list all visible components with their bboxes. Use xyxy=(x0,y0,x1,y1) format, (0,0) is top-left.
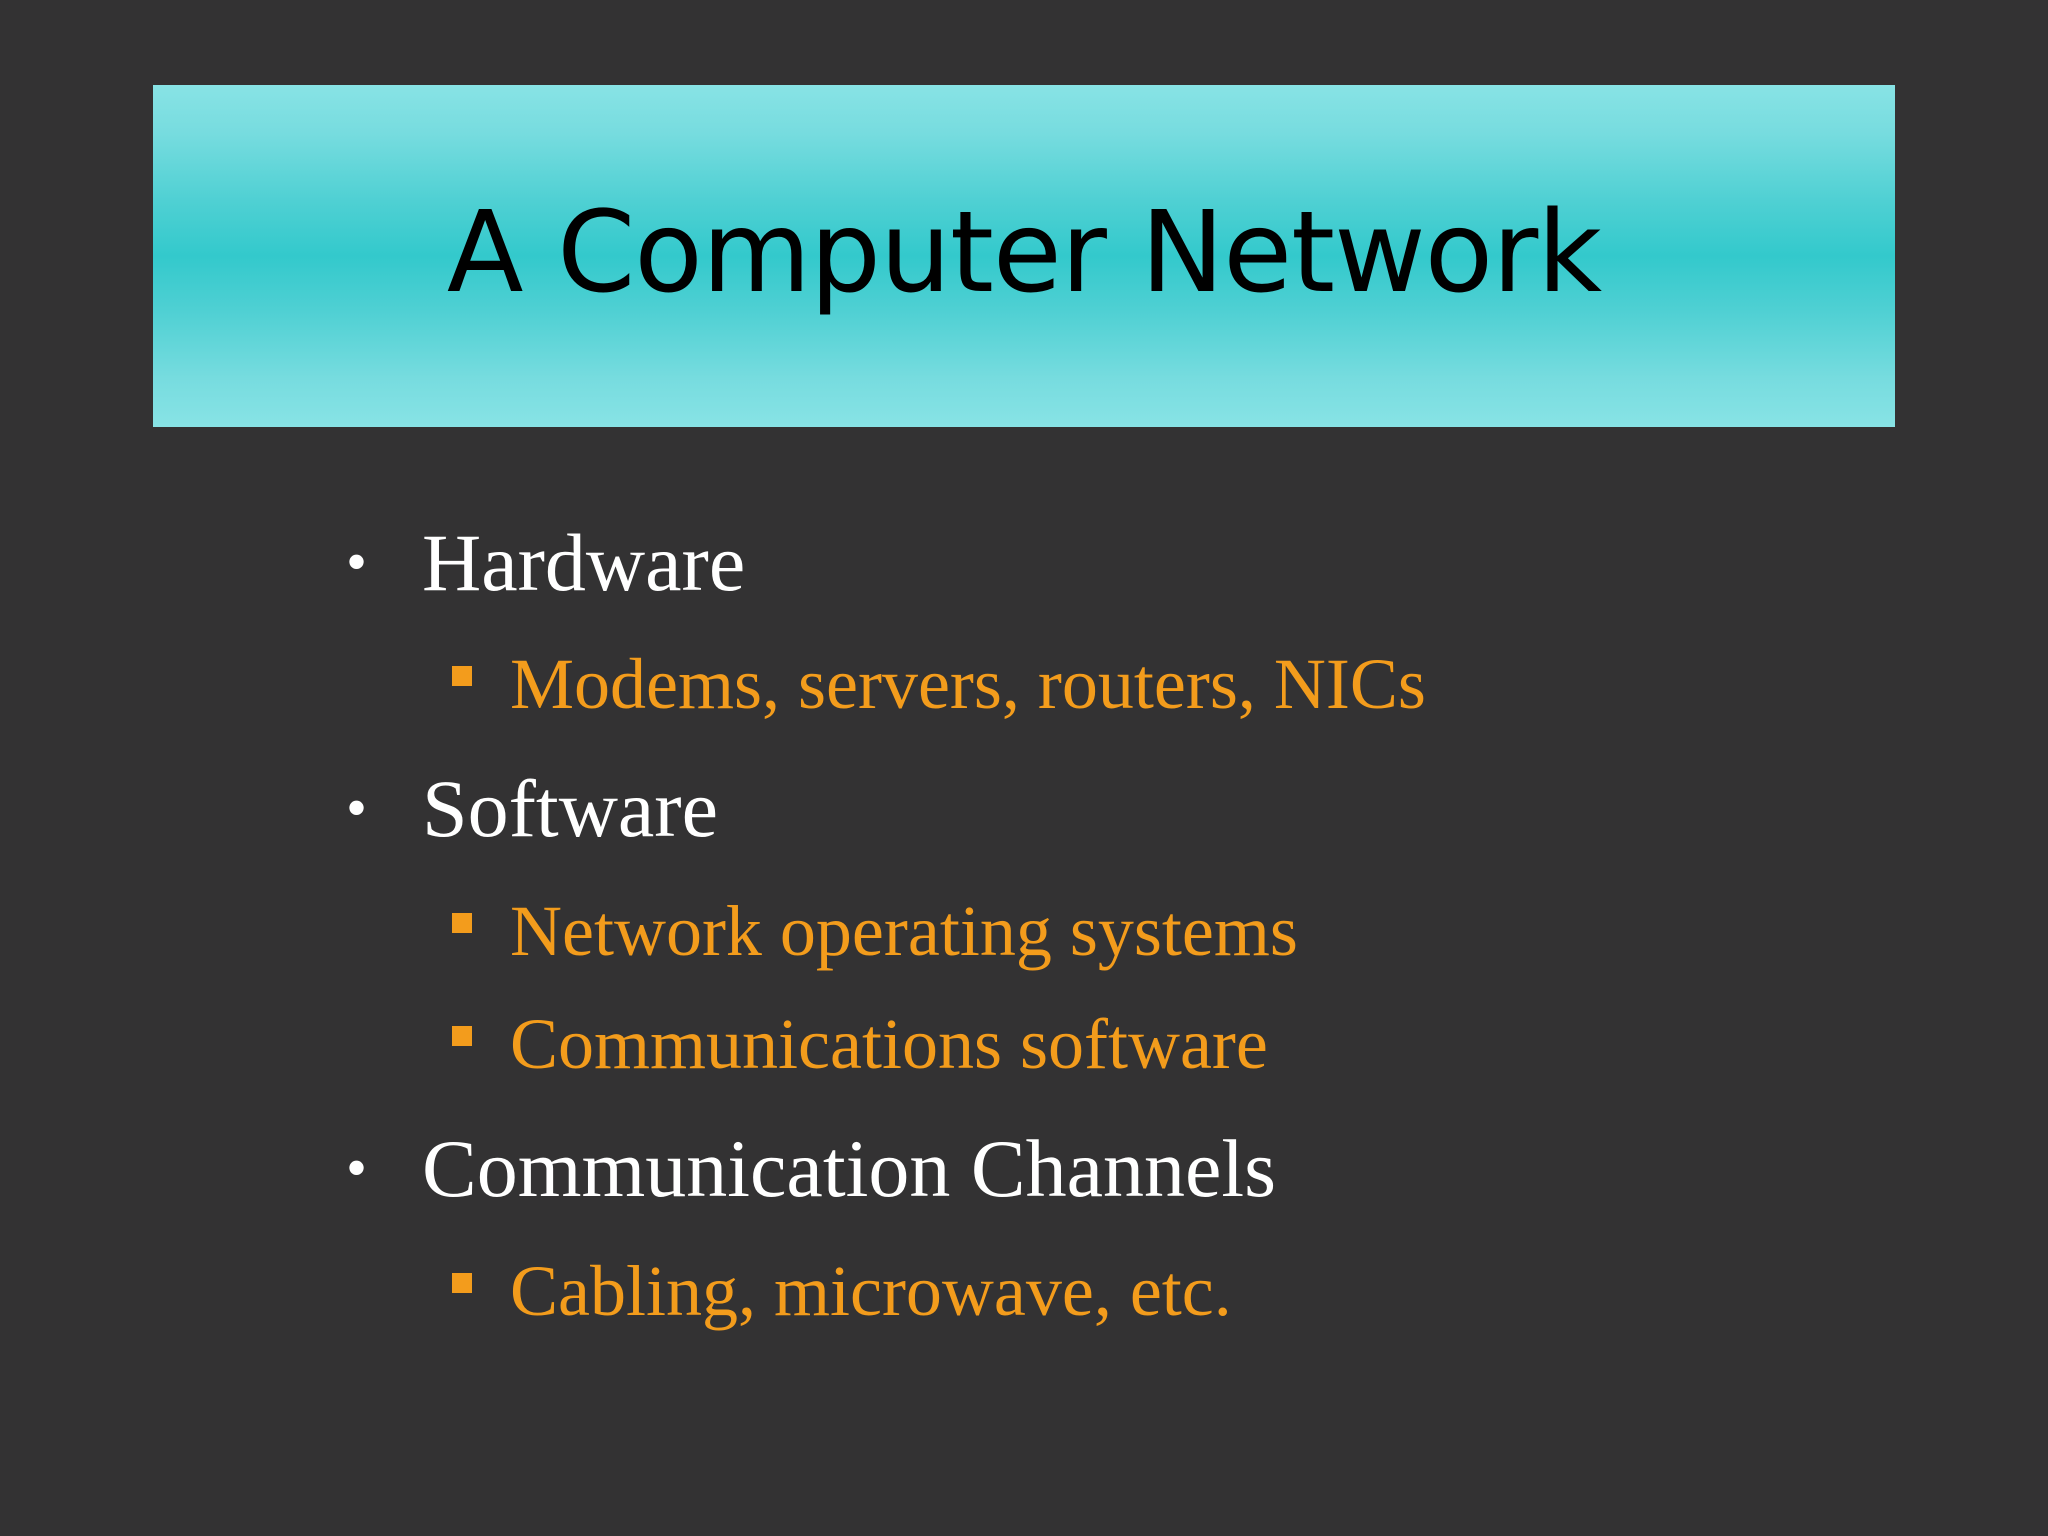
round-bullet-icon: • xyxy=(346,1135,368,1201)
square-bullet-icon xyxy=(452,666,472,686)
sub-bullet-item: Modems, servers, routers, NICs xyxy=(452,648,1426,720)
sub-bullet-item: Communications software xyxy=(452,1008,1268,1080)
round-bullet-icon: • xyxy=(346,529,368,595)
sub-bullet-label: Network operating systems xyxy=(510,891,1298,971)
square-bullet-icon xyxy=(452,913,472,933)
square-bullet-icon xyxy=(452,1273,472,1293)
bullet-item-communication-channels: •Communication Channels xyxy=(346,1128,1276,1210)
slide-title: A Computer Network xyxy=(446,188,1602,318)
bullet-label: Software xyxy=(422,763,719,854)
sub-bullet-item: Cabling, microwave, etc. xyxy=(452,1255,1232,1327)
bullet-label: Communication Channels xyxy=(422,1123,1277,1214)
round-bullet-icon: • xyxy=(346,775,368,841)
title-banner: A Computer Network xyxy=(153,85,1895,427)
bullet-item-software: •Software xyxy=(346,768,718,850)
sub-bullet-label: Communications software xyxy=(510,1004,1268,1084)
sub-bullet-label: Cabling, microwave, etc. xyxy=(510,1251,1232,1331)
sub-bullet-item: Network operating systems xyxy=(452,895,1298,967)
bullet-label: Hardware xyxy=(422,517,746,608)
bullet-item-hardware: •Hardware xyxy=(346,522,745,604)
sub-bullet-label: Modems, servers, routers, NICs xyxy=(510,644,1426,724)
square-bullet-icon xyxy=(452,1026,472,1046)
